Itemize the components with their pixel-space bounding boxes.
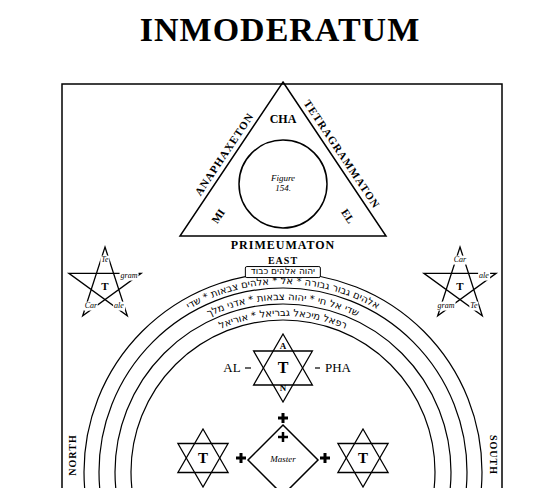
rings-node: אלהים גבור גבורה * אל * אלהים צבאות * שד…	[83, 272, 483, 488]
pent-node: Te gram ale Car T	[65, 245, 145, 325]
title: INMODERATUM	[140, 11, 420, 48]
pentagram-letter: T	[455, 280, 464, 292]
hexagram	[338, 429, 388, 473]
pentagram-letter: ale	[113, 302, 125, 311]
ring	[131, 320, 435, 488]
hexagram	[254, 351, 313, 402]
pentagram-letter: Te	[469, 302, 478, 311]
hexagram-letter: T	[358, 450, 368, 467]
ring	[115, 304, 451, 488]
side-name: TETRAGRAMMATON	[301, 97, 382, 210]
cross-symbol	[320, 453, 330, 463]
hebrew-banner: יהוה אלהים כבוד	[245, 266, 321, 278]
cross-symbol	[278, 413, 288, 423]
pentagram-letter: T	[100, 280, 109, 292]
circ-node: Figure 154.	[238, 139, 328, 229]
divine-name: MI	[209, 207, 227, 226]
ring	[84, 273, 482, 488]
pentagram-letter: Te	[100, 256, 109, 265]
frame	[62, 84, 502, 488]
dash	[245, 367, 251, 368]
pentagram-letter: gram	[437, 302, 456, 311]
circle	[239, 140, 327, 228]
pent-node: Car aleTe gram T	[420, 245, 500, 325]
hexagram	[178, 429, 228, 473]
side-name: ANAPHAXETON	[192, 110, 256, 197]
tri-outline	[180, 82, 386, 236]
direction-label: EAST	[267, 255, 299, 266]
direction-label: SOUTH	[488, 434, 499, 476]
hexagram	[254, 334, 313, 385]
hexagram-letter: N	[280, 384, 287, 394]
pentagram-letter: Car	[84, 302, 98, 311]
hexagram-letter: A	[280, 342, 287, 352]
hex-node: T	[333, 428, 393, 488]
triangle	[180, 82, 386, 236]
direction-label: NORTH	[67, 433, 78, 476]
cross-symbol	[278, 432, 288, 442]
cross-symbol	[236, 453, 246, 463]
hexagram-letter: T	[198, 450, 208, 467]
figure-number: Figure 154.	[263, 174, 303, 194]
hex-node: T	[173, 428, 233, 488]
direction-name: PRIMEUMATON	[230, 239, 337, 252]
pentagram-letter: Car	[453, 256, 467, 265]
pentagram-letter: gram	[120, 272, 139, 281]
hexagram	[338, 444, 388, 488]
master-label: Master	[270, 455, 296, 465]
pentagram	[69, 247, 141, 316]
pentagram-letter: ale	[478, 272, 490, 281]
hexagram-letter: T	[278, 359, 289, 377]
pentagram	[424, 247, 496, 316]
diamond	[248, 425, 318, 488]
divine-name: CHA	[270, 113, 297, 126]
dash	[315, 367, 320, 368]
hebrew-ring-text: רפאל מיכאל גבריאל * אוריאל	[217, 307, 349, 331]
alpha-part: AL	[222, 361, 241, 375]
hexagram	[178, 444, 228, 488]
hex-node: ATN	[248, 333, 318, 403]
hebrew-ring-text: רפאל מיכאל גבריאל * אוריאל	[217, 307, 349, 331]
ring	[99, 288, 467, 488]
divine-name: EL	[339, 207, 357, 226]
dia-node: Master	[248, 425, 318, 488]
alpha-part: PHA	[324, 361, 352, 375]
tri-node: ANAPHAXETON TETRAGRAMMATON CHA MI EL Figure 1…	[180, 82, 386, 236]
